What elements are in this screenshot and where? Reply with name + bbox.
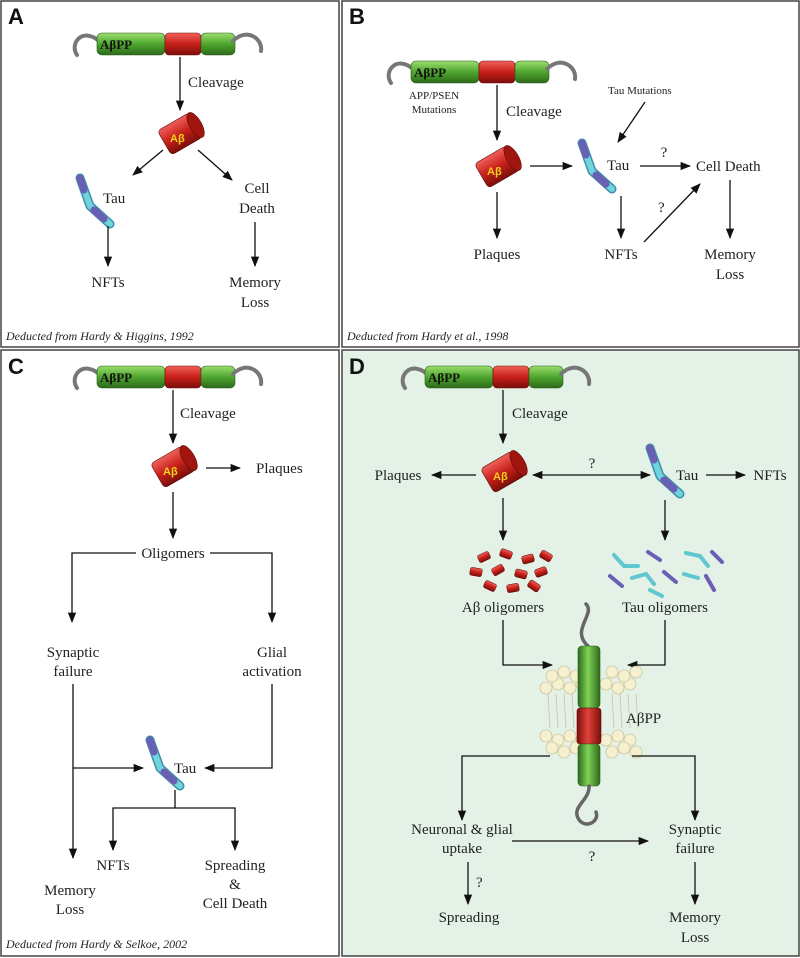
plaques-label: Plaques — [375, 468, 422, 484]
arrow — [626, 620, 666, 670]
membrane-app-icon — [539, 602, 643, 826]
panel-d-letter: D — [349, 354, 365, 379]
nfts-label: NFTs — [96, 858, 129, 874]
nfts-label: NFTs — [753, 468, 786, 484]
cell-death-label: Cell — [245, 181, 270, 197]
tau-label: Tau — [103, 191, 126, 207]
arrow — [203, 684, 273, 773]
panel-a-frame — [0, 0, 340, 348]
abeta-label: Aβ — [170, 133, 185, 145]
cell-death-label: Death — [239, 201, 275, 217]
memory-loss-label: Memory — [704, 247, 756, 263]
abeta-oligomers-label: Aβ oligomers — [462, 600, 544, 616]
abpp-label: AβPP — [626, 711, 661, 727]
panel-d-frame — [341, 349, 800, 957]
panel-a-letter: A — [8, 4, 24, 29]
citation: Deducted from Hardy & Higgins, 1992 — [5, 329, 194, 343]
abeta-label: Aβ — [163, 466, 178, 478]
tau-oligomers-icon — [608, 550, 724, 598]
arrow — [67, 552, 136, 624]
tau-mutations-label: Tau Mutations — [608, 85, 672, 97]
tau-oligomers-label: Tau oligomers — [622, 600, 708, 616]
panel-c: C AβPP Cleavage Aβ Plaques Oligomers Syn… — [5, 354, 303, 951]
spreading-cell-death-label: Spreading — [205, 858, 266, 874]
spreading-label: Spreading — [439, 910, 500, 926]
arrow — [197, 149, 233, 181]
synaptic-failure-label: Synaptic — [669, 822, 722, 838]
app-psen-mutations-label: Mutations — [412, 104, 457, 116]
abeta-label: Aβ — [493, 471, 508, 483]
memory-loss-label: Loss — [56, 902, 85, 918]
nfts-label: NFTs — [91, 275, 124, 291]
synaptic-failure-label: failure — [53, 664, 92, 680]
cleavage-label: Cleavage — [506, 104, 562, 120]
arrow — [175, 807, 240, 852]
arrow — [617, 101, 646, 143]
memory-loss-label: Loss — [681, 930, 710, 946]
question-mark-label: ? — [658, 200, 665, 216]
plaques-label: Plaques — [256, 461, 303, 477]
glial-activation-label: Glial — [257, 645, 287, 661]
citation: Deducted from Hardy et al., 1998 — [346, 329, 508, 343]
citation: Deducted from Hardy & Selkoe, 2002 — [5, 937, 187, 951]
tau-label: Tau — [607, 158, 630, 174]
memory-loss-label: Memory — [669, 910, 721, 926]
arrow — [132, 149, 164, 176]
app-label: AβPP — [414, 65, 446, 80]
question-mark-label: ? — [589, 849, 596, 865]
cell-death-label: Cell Death — [696, 159, 761, 175]
synaptic-failure-label: Synaptic — [47, 645, 100, 661]
synaptic-failure-label: failure — [675, 841, 714, 857]
app-label: AβPP — [428, 370, 460, 385]
arrow — [108, 807, 175, 852]
cleavage-label: Cleavage — [180, 406, 236, 422]
arrow — [457, 755, 550, 822]
arrow — [643, 183, 701, 243]
memory-loss-label: Memory — [44, 883, 96, 899]
question-mark-label: ? — [661, 145, 668, 161]
arrow — [210, 552, 277, 624]
plaques-label: Plaques — [474, 247, 521, 263]
neuronal-glial-uptake-label: Neuronal & glial — [411, 822, 513, 838]
app-label: AβPP — [100, 370, 132, 385]
app-psen-mutations-label: APP/PSEN — [409, 90, 459, 102]
oligomers-label: Oligomers — [141, 546, 204, 562]
arrow — [632, 755, 700, 822]
memory-loss-label: Loss — [716, 267, 745, 283]
panel-b: B AβPP APP/PSEN Mutations Cleavage Aβ Ta… — [346, 4, 761, 343]
tau-label: Tau — [676, 468, 699, 484]
arrow — [502, 620, 554, 670]
panel-c-letter: C — [8, 354, 24, 379]
tau-label: Tau — [174, 761, 197, 777]
spreading-cell-death-label: Cell Death — [203, 896, 268, 912]
panel-b-letter: B — [349, 4, 365, 29]
panel-a: A AβPP Cleavage Aβ Tau Cell Death NFTs M… — [5, 4, 281, 343]
question-mark-label: ? — [476, 875, 483, 891]
abeta-label: Aβ — [487, 166, 502, 178]
cleavage-label: Cleavage — [188, 75, 244, 91]
memory-loss-label: Memory — [229, 275, 281, 291]
spreading-cell-death-label: & — [229, 877, 241, 893]
panel-b-frame — [341, 0, 800, 348]
neuronal-glial-uptake-label: uptake — [442, 841, 482, 857]
memory-loss-label: Loss — [241, 295, 270, 311]
question-mark-label: ? — [589, 456, 596, 472]
glial-activation-label: activation — [242, 664, 302, 680]
nfts-label: NFTs — [604, 247, 637, 263]
cleavage-label: Cleavage — [512, 406, 568, 422]
abeta-oligomers-icon — [469, 548, 553, 593]
app-label: AβPP — [100, 37, 132, 52]
panel-c-frame — [0, 349, 340, 957]
panel-d: D AβPP Cleavage Aβ Plaques ? Tau NFTs — [349, 354, 787, 946]
